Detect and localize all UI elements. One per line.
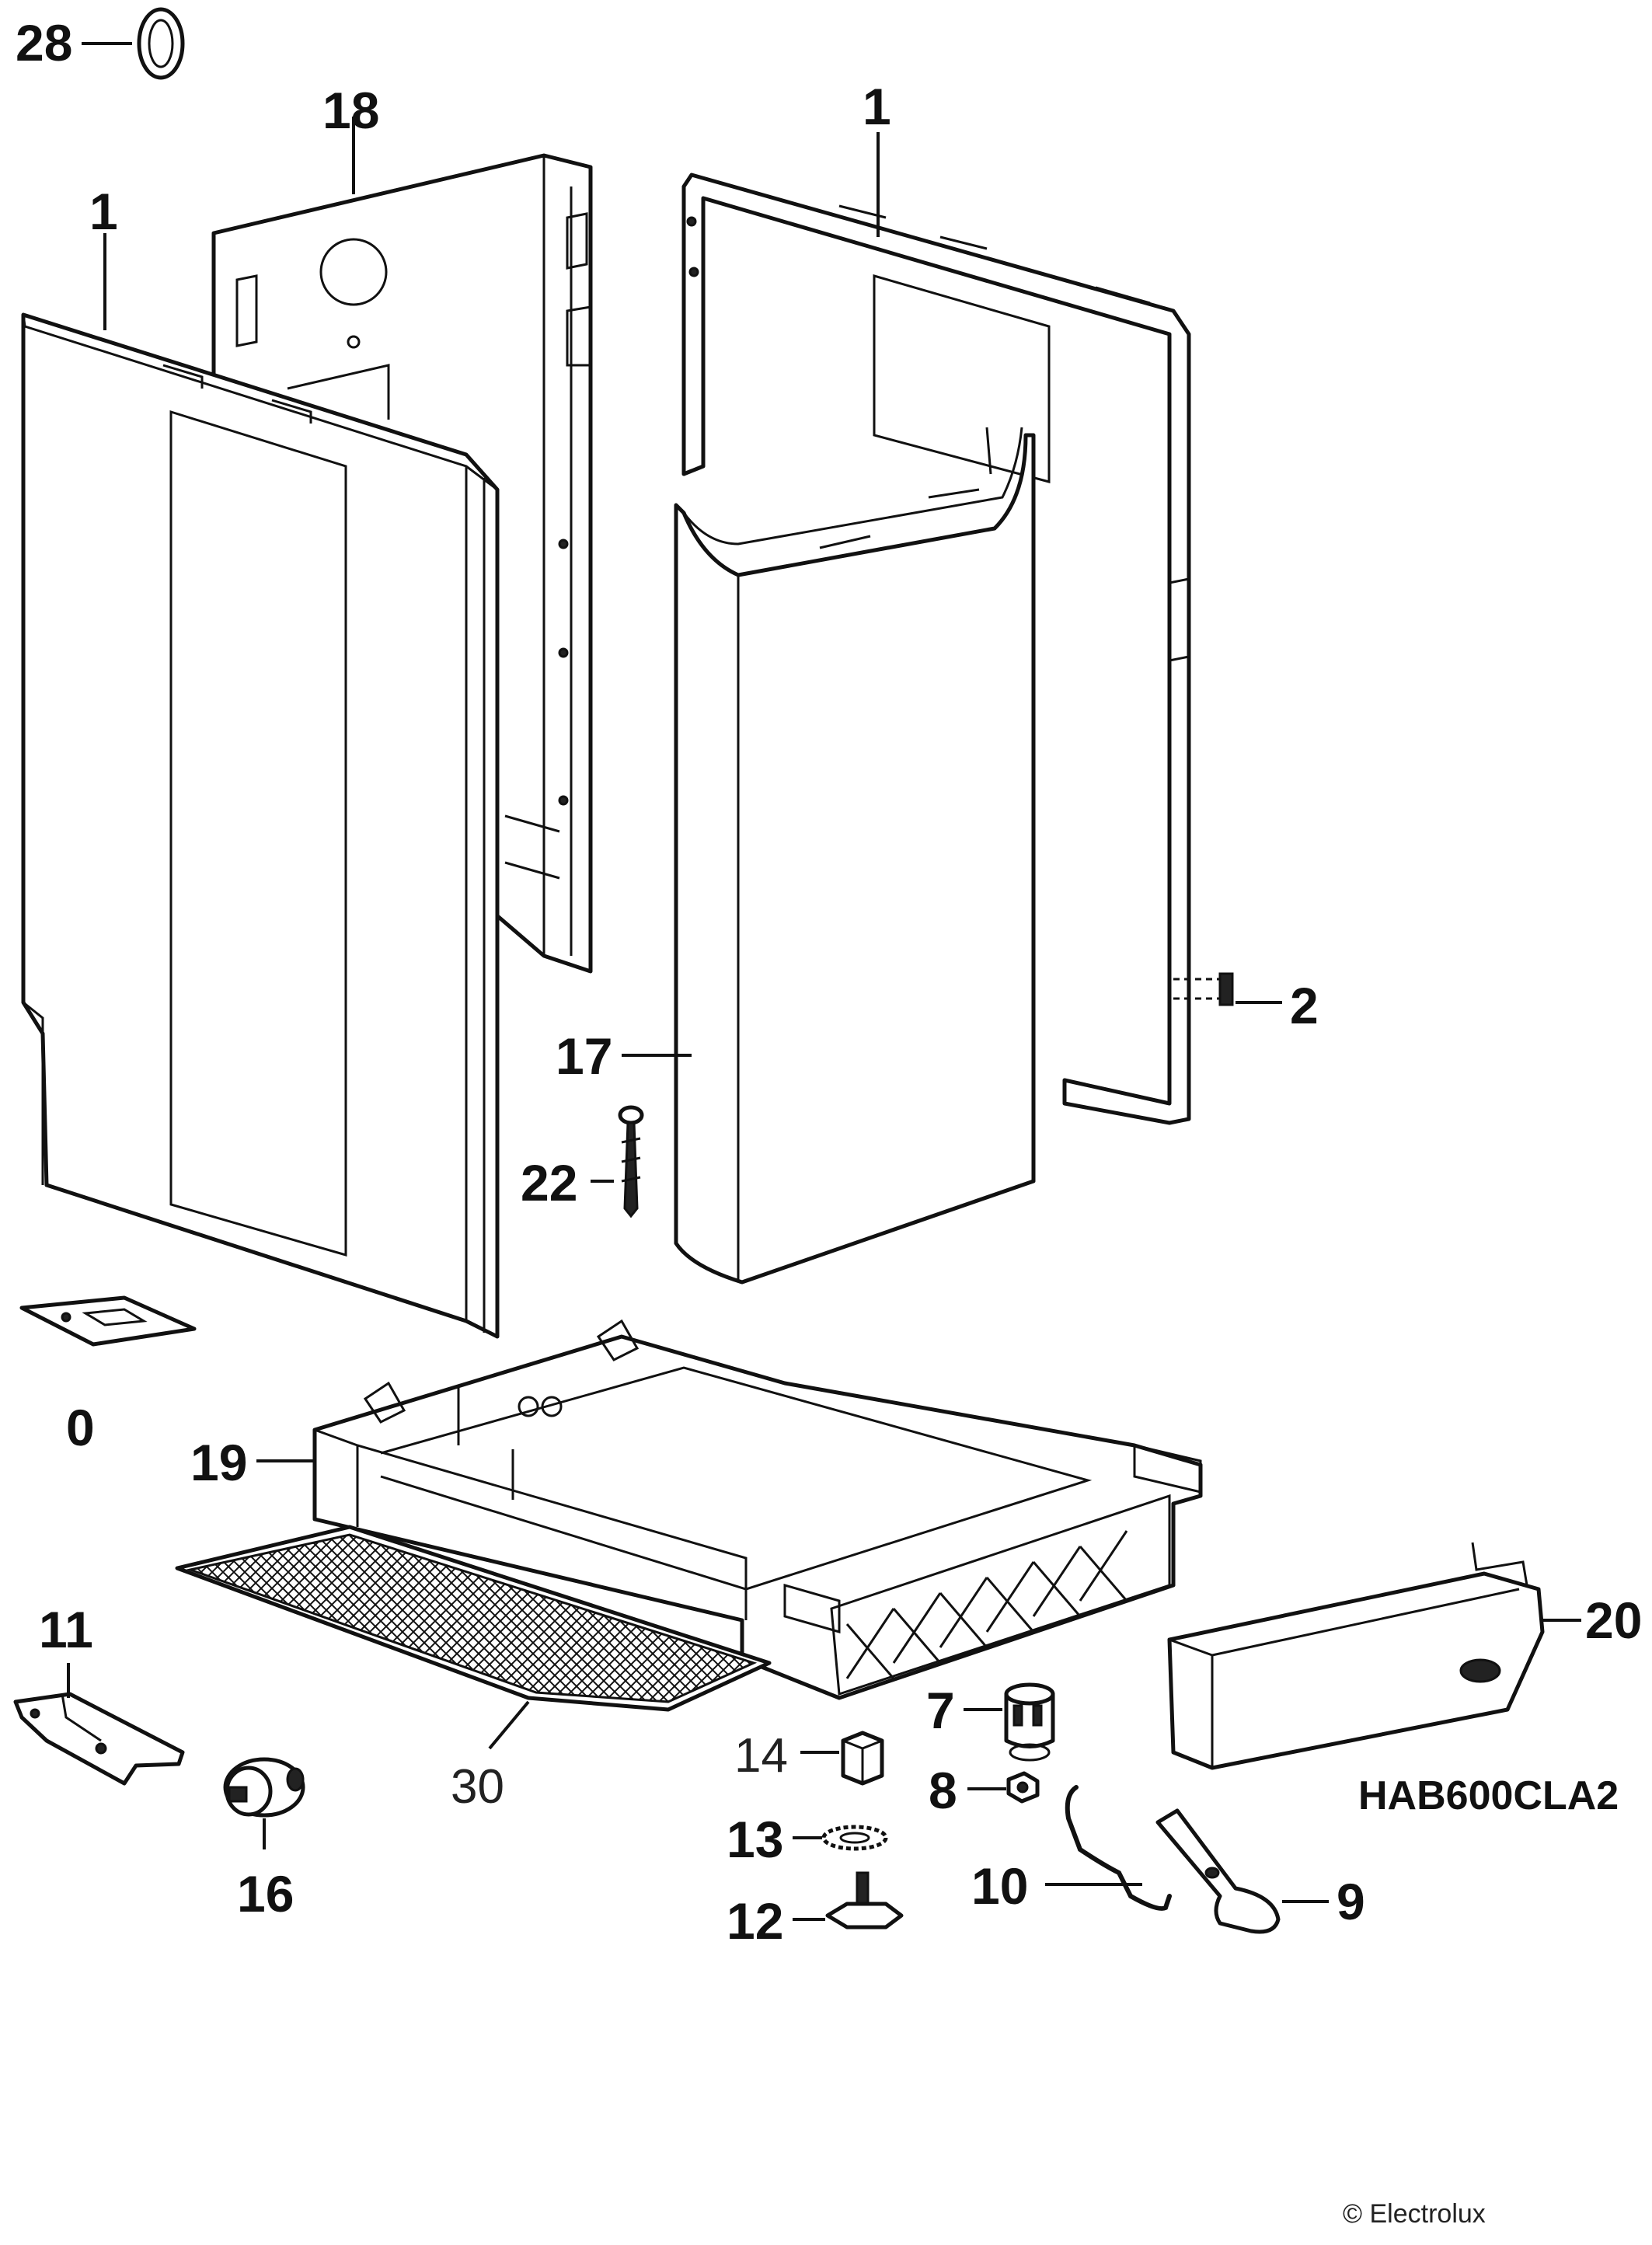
label-9: 9 (1337, 1873, 1365, 1930)
label-30: 30 (451, 1760, 504, 1814)
label-19: 19 (190, 1434, 247, 1491)
label-7: 7 (926, 1682, 955, 1739)
foot-sleeve-part (1004, 1682, 1055, 1762)
plate-part (19, 1295, 197, 1347)
label-12: 12 (727, 1892, 783, 1950)
ring-gasket-part (137, 7, 185, 80)
kickplate-part (1167, 1542, 1545, 1770)
label-0: 0 (66, 1399, 95, 1456)
nut-part (1006, 1771, 1040, 1804)
label-8: 8 (929, 1762, 957, 1819)
side-panel-left-part (21, 312, 500, 1339)
label-18: 18 (322, 82, 379, 139)
label-16: 16 (237, 1865, 294, 1923)
label-14: 14 (734, 1729, 788, 1783)
base-frame-part (312, 1319, 1203, 1700)
label-28: 28 (16, 14, 72, 71)
clip-part (1173, 972, 1234, 1006)
spacer-part (841, 1731, 884, 1786)
label-10: 10 (971, 1857, 1028, 1915)
copyright: © Electrolux (1343, 2199, 1486, 2229)
adjustable-foot-part (825, 1871, 904, 1930)
bracket-part (13, 1692, 185, 1786)
screw-part (618, 1105, 644, 1218)
lever-part (1155, 1808, 1281, 1934)
wheel-roller-part (223, 1757, 305, 1818)
spring-wire-part (1065, 1785, 1172, 1911)
washer-part (821, 1825, 888, 1851)
leader-30 (488, 1700, 530, 1750)
model-code: HAB600CLA2 (1358, 1773, 1619, 1818)
label-20: 20 (1585, 1591, 1642, 1649)
side-panel-right-part (681, 173, 1191, 1125)
label-1-left: 1 (89, 183, 118, 240)
label-11: 11 (39, 1601, 93, 1658)
front-cover-panel-part (674, 427, 1036, 1285)
label-2: 2 (1290, 977, 1319, 1034)
label-22: 22 (521, 1154, 577, 1211)
label-1-right: 1 (863, 78, 891, 135)
label-13: 13 (727, 1811, 783, 1868)
label-17: 17 (556, 1027, 612, 1085)
grid-mat-part (175, 1525, 772, 1712)
